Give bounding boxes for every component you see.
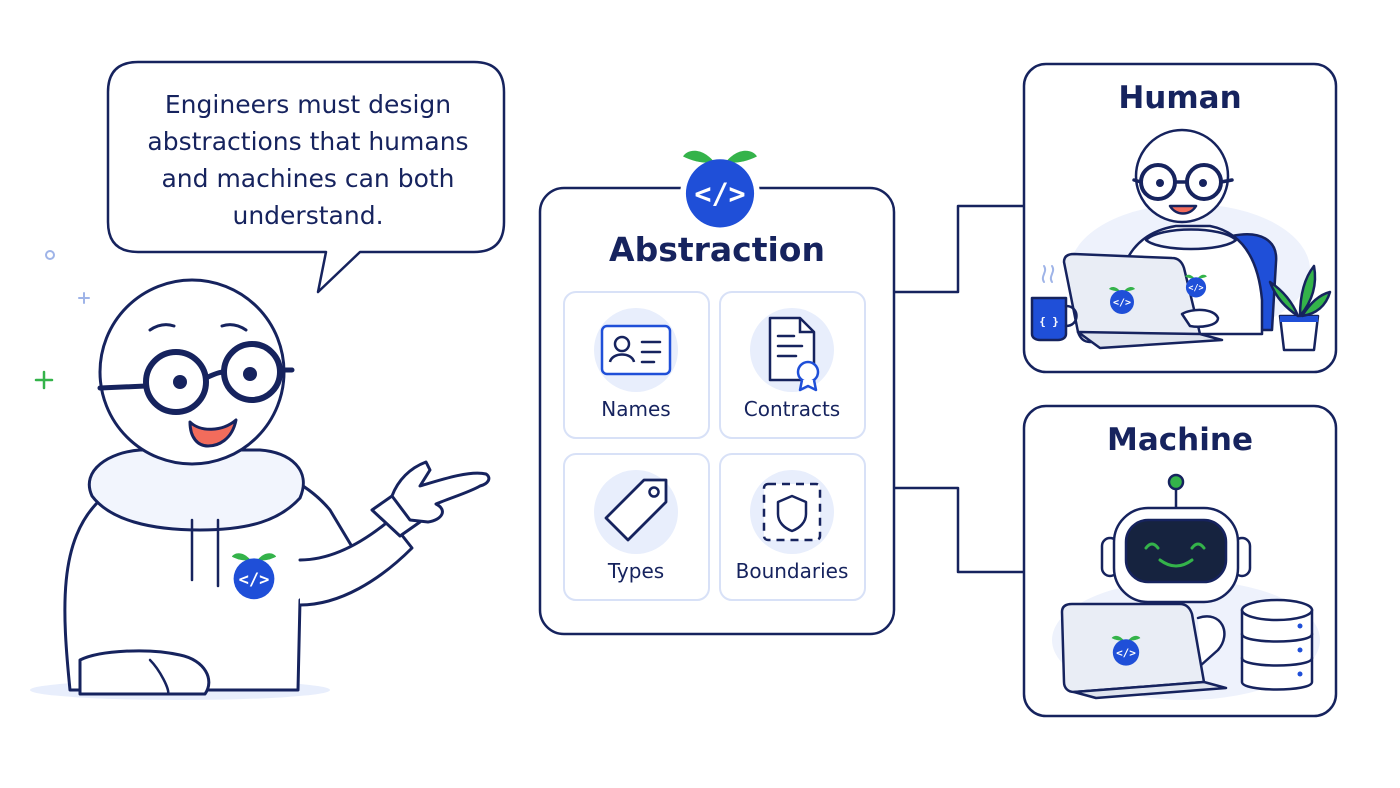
speech-line: and machines can both xyxy=(161,164,455,193)
tag-icon xyxy=(594,470,678,554)
id-card-icon xyxy=(594,308,678,392)
abstraction-title: Abstraction xyxy=(609,230,825,269)
types-card-label: Types xyxy=(607,559,665,583)
speech-line: abstractions that humans xyxy=(147,127,469,156)
engineer-character xyxy=(30,278,491,700)
machine-title: Machine xyxy=(1107,422,1253,458)
shield-boundary-icon xyxy=(750,470,834,554)
boundaries-card-label: Boundaries xyxy=(735,559,849,583)
connector-lines xyxy=(894,204,1024,574)
contracts-card-label: Contracts xyxy=(743,397,841,421)
speech-line: understand. xyxy=(232,201,384,230)
mug-label: { } xyxy=(1039,315,1059,328)
speech-line: Engineers must design xyxy=(164,90,452,119)
contract-document-icon xyxy=(750,308,834,392)
human-title: Human xyxy=(1118,80,1242,116)
speech-bubble xyxy=(106,60,506,294)
abstraction-logo-icon xyxy=(680,150,760,234)
speech-bubble-text: Engineers must design abstractions that … xyxy=(118,86,498,234)
names-card-label: Names xyxy=(601,397,671,421)
robot-illustration xyxy=(1052,473,1320,700)
